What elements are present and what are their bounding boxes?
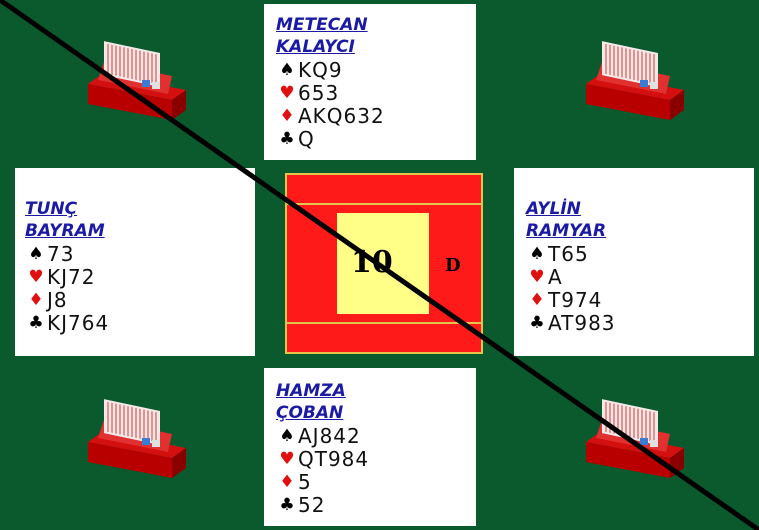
north-name-line2[interactable]: KALAYCI <box>276 36 476 58</box>
club-icon: ♣ <box>276 129 298 149</box>
diamond-icon: ♦ <box>526 290 548 310</box>
west-spades: 73 <box>47 242 74 266</box>
bidding-box-icon <box>80 398 192 484</box>
south-hand: HAMZA ÇOBAN ♠ AJ842 ♥ QT984 ♦ 5 ♣ 52 <box>264 368 476 526</box>
south-spades: AJ842 <box>298 424 361 448</box>
east-name-line2[interactable]: RAMYAR <box>526 220 754 242</box>
heart-icon: ♥ <box>526 267 548 287</box>
east-hand: AYLİN RAMYAR ♠ T65 ♥ A ♦ T974 ♣ AT983 <box>514 168 754 356</box>
bidding-box-icon <box>578 40 690 126</box>
bidding-box-icon <box>578 398 690 484</box>
spade-icon: ♠ <box>276 426 298 446</box>
south-player-name[interactable]: HAMZA ÇOBAN <box>276 380 476 424</box>
east-player-name[interactable]: AYLİN RAMYAR <box>526 198 754 242</box>
east-diamonds: T974 <box>548 288 602 312</box>
east-spades: T65 <box>548 242 589 266</box>
heart-icon: ♥ <box>25 267 47 287</box>
dealer-marker: D <box>445 255 461 276</box>
south-name-line1[interactable]: HAMZA <box>276 380 476 402</box>
north-hearts: 653 <box>298 81 339 105</box>
heart-icon: ♥ <box>276 449 298 469</box>
board-number: 10 <box>351 245 393 280</box>
south-hearts-row: ♥ QT984 <box>276 447 476 470</box>
west-hand: TUNÇ BAYRAM ♠ 73 ♥ KJ72 ♦ J8 ♣ KJ764 <box>15 168 255 356</box>
west-spades-row: ♠ 73 <box>25 242 255 265</box>
west-diamonds-row: ♦ J8 <box>25 288 255 311</box>
north-diamonds: AKQ632 <box>298 104 385 128</box>
east-name-line1[interactable]: AYLİN <box>526 198 754 220</box>
west-diamonds: J8 <box>47 288 68 312</box>
spade-icon: ♠ <box>276 60 298 80</box>
east-hearts: A <box>548 265 563 289</box>
east-clubs-row: ♣ AT983 <box>526 311 754 334</box>
west-name-line1[interactable]: TUNÇ <box>25 198 255 220</box>
north-player-name[interactable]: METECAN KALAYCI <box>276 14 476 58</box>
east-spades-row: ♠ T65 <box>526 242 754 265</box>
north-clubs: Q <box>298 127 315 151</box>
bidding-box-icon <box>80 40 192 126</box>
west-player-name[interactable]: TUNÇ BAYRAM <box>25 198 255 242</box>
diamond-icon: ♦ <box>25 290 47 310</box>
north-clubs-row: ♣ Q <box>276 127 476 150</box>
north-spades-row: ♠ KQ9 <box>276 58 476 81</box>
board-divider <box>287 203 481 205</box>
north-name-line1[interactable]: METECAN <box>276 14 476 36</box>
east-diamonds-row: ♦ T974 <box>526 288 754 311</box>
east-hearts-row: ♥ A <box>526 265 754 288</box>
south-name-line2[interactable]: ÇOBAN <box>276 402 476 424</box>
west-clubs: KJ764 <box>47 311 109 335</box>
north-hearts-row: ♥ 653 <box>276 81 476 104</box>
north-diamonds-row: ♦ AKQ632 <box>276 104 476 127</box>
west-name-line2[interactable]: BAYRAM <box>25 220 255 242</box>
west-hearts-row: ♥ KJ72 <box>25 265 255 288</box>
south-clubs: 52 <box>298 493 325 517</box>
club-icon: ♣ <box>276 495 298 515</box>
north-spades: KQ9 <box>298 58 343 82</box>
west-hearts: KJ72 <box>47 265 95 289</box>
board-top-band <box>287 175 481 213</box>
board-divider <box>287 322 481 324</box>
south-spades-row: ♠ AJ842 <box>276 424 476 447</box>
east-clubs: AT983 <box>548 311 616 335</box>
south-hearts: QT984 <box>298 447 369 471</box>
diamond-icon: ♦ <box>276 472 298 492</box>
board-indicator: 10 D <box>285 173 483 354</box>
diamond-icon: ♦ <box>276 106 298 126</box>
club-icon: ♣ <box>526 313 548 333</box>
spade-icon: ♠ <box>526 244 548 264</box>
spade-icon: ♠ <box>25 244 47 264</box>
south-clubs-row: ♣ 52 <box>276 493 476 516</box>
north-hand: METECAN KALAYCI ♠ KQ9 ♥ 653 ♦ AKQ632 ♣ Q <box>264 4 476 160</box>
west-clubs-row: ♣ KJ764 <box>25 311 255 334</box>
south-diamonds-row: ♦ 5 <box>276 470 476 493</box>
board-bottom-band <box>287 314 481 352</box>
south-diamonds: 5 <box>298 470 312 494</box>
heart-icon: ♥ <box>276 83 298 103</box>
club-icon: ♣ <box>25 313 47 333</box>
